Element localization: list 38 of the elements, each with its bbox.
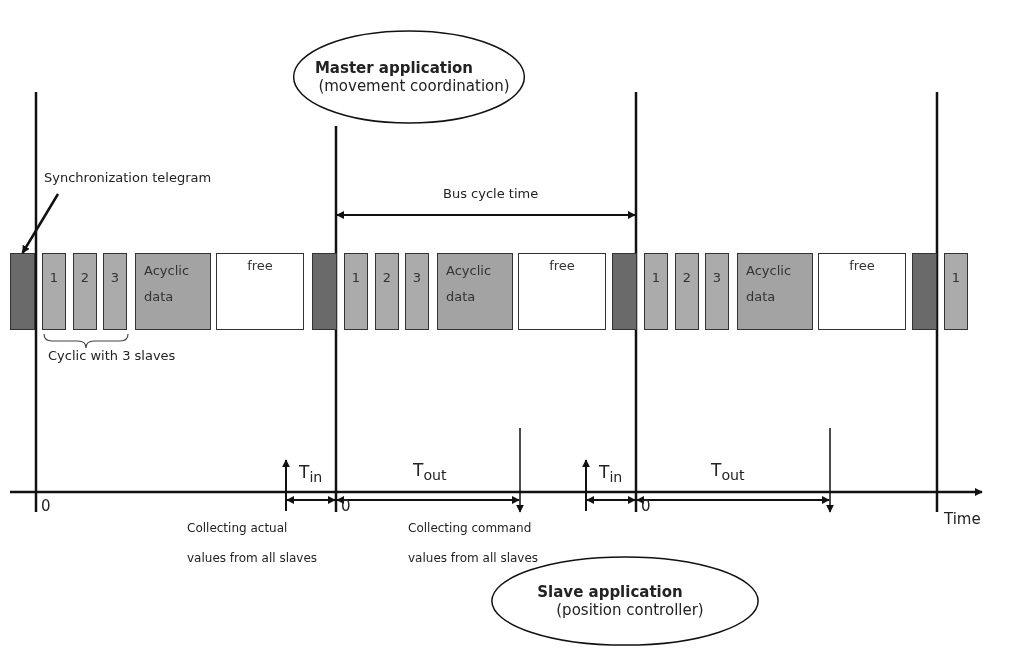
time-label: T$_{out}$ — [711, 460, 745, 484]
axis-tick-label: 0 — [41, 497, 51, 515]
slave-telegram-block: 2 — [675, 253, 699, 330]
slave-telegram-block: 1 — [42, 253, 66, 330]
slave-telegram-block: 3 — [705, 253, 729, 330]
slave-telegram-block: 1 — [644, 253, 668, 330]
acyclic-data-block: Acyclic data — [737, 253, 813, 330]
slave-telegram-block: 1 — [344, 253, 368, 330]
bracket-label: Cyclic with 3 slaves — [48, 348, 176, 363]
time-label: T$_{in}$ — [599, 462, 623, 486]
arrow — [21, 193, 60, 254]
sync-telegram-block — [912, 253, 937, 330]
slave-telegram-block: 3 — [405, 253, 429, 330]
axis-tick-label: 0 — [341, 497, 351, 515]
axis-tick-label: 0 — [641, 497, 651, 515]
ellipse-subtitle: (position controller) — [556, 601, 704, 619]
time-label: T$_{out}$ — [413, 460, 447, 484]
time-label: T$_{in}$ — [299, 462, 323, 486]
free-time-block: free — [216, 253, 304, 330]
annotation-text: Collecting actual values from all slaves — [187, 520, 319, 567]
axis-label: Time — [944, 510, 981, 528]
slave-telegram-block: 3 — [103, 253, 127, 330]
ellipse-heading: Master application — [314, 59, 474, 77]
annotation-text: Collecting command values from all slaves — [408, 520, 540, 567]
free-time-block: free — [818, 253, 906, 330]
ellipse-heading: Slave application — [537, 583, 683, 601]
annotation-text: Synchronization telegram — [44, 170, 234, 192]
slave-telegram-block: 1 — [944, 253, 968, 330]
ellipse-subtitle: (movement coordination) — [318, 77, 510, 95]
free-time-block: free — [518, 253, 606, 330]
slave-telegram-block: 2 — [73, 253, 97, 330]
sync-telegram-block — [612, 253, 637, 330]
acyclic-data-block: Acyclic data — [437, 253, 513, 330]
sync-telegram-block — [312, 253, 337, 330]
slave-telegram-block: 2 — [375, 253, 399, 330]
dimension-label: Bus cycle time — [443, 186, 539, 201]
sync-telegram-block — [10, 253, 35, 330]
acyclic-data-block: Acyclic data — [135, 253, 211, 330]
